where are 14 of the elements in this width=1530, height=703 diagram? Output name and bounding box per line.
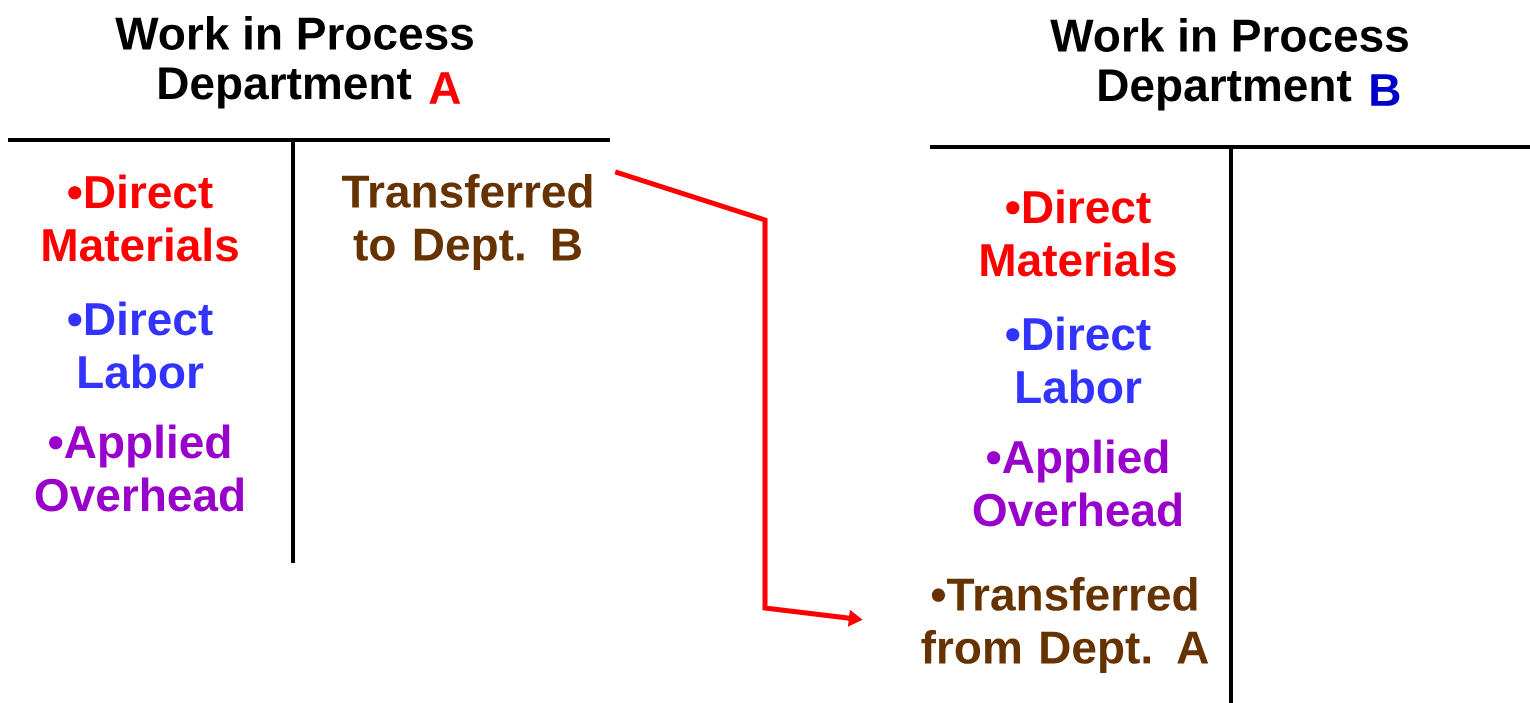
department-letter: B [1371,74,1400,106]
debit-entry: •Direct Materials [43,174,238,262]
account-title: Department [1099,69,1352,111]
department-letter: A [429,72,461,104]
account-title: Work in Process [1050,18,1408,52]
debit-entry: •Applied Overhead [35,424,244,512]
debit-entry: •Direct Labor [1006,316,1151,404]
entry-text: Transferred to Dept. B [341,174,592,270]
debit-entry: •Direct Labor [68,301,213,389]
account-title: Work in Process [115,16,473,50]
account-title: Department [159,67,412,109]
debit-entry: •Applied Overhead [973,439,1182,527]
debit-entry: •Direct Materials [981,189,1176,277]
entry-text: •Transferred from Dept. A [921,577,1209,673]
